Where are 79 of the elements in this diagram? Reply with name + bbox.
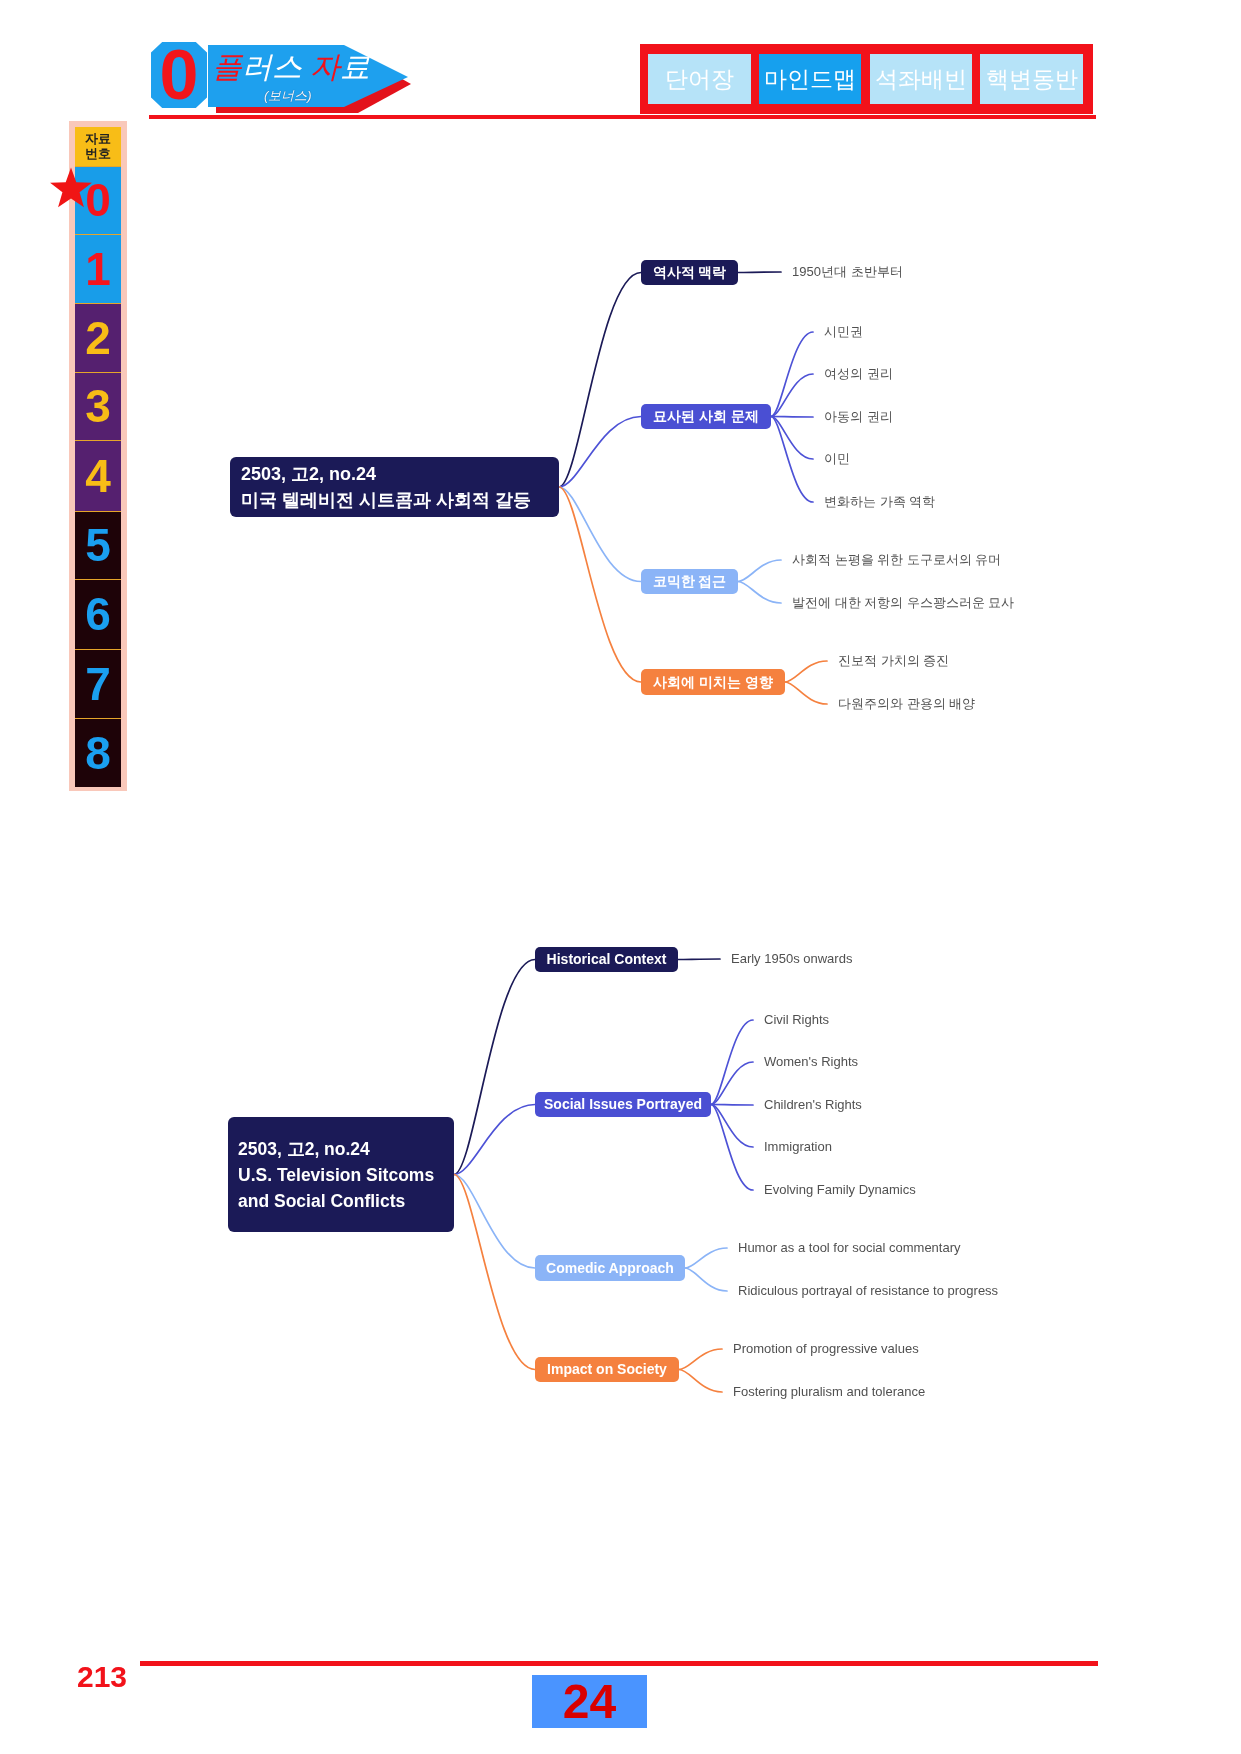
- leaf-text: 1950년대 초반부터: [781, 263, 903, 281]
- banner-subtitle: (보너스): [264, 88, 312, 103]
- reference-code: 2503, 고2, no.24: [238, 1137, 371, 1161]
- connector: [737, 559, 782, 583]
- connector: [710, 1019, 754, 1106]
- leaf-text: 이민: [813, 450, 850, 468]
- connector: [784, 660, 828, 683]
- leaf-text: Evolving Family Dynamics: [753, 1181, 916, 1199]
- number-cell: 6: [75, 579, 121, 649]
- leaf-text: Women's Rights: [753, 1053, 858, 1071]
- page-number: 213: [77, 1660, 128, 1694]
- leaf-text: Humor as a tool for social commentary: [727, 1239, 961, 1257]
- banner-title: 플러스 자료: [212, 50, 371, 84]
- leaf-text: 아동의 권리: [813, 408, 893, 426]
- number-cell: 0: [75, 166, 121, 234]
- branch-topic-box: 역사적 맥락: [641, 260, 738, 285]
- leaf-text: 다원주의와 관용의 배양: [827, 695, 976, 713]
- number-badge: 0: [151, 42, 207, 108]
- connector: [453, 958, 536, 1176]
- number-cell: 5: [75, 511, 121, 579]
- connector: [710, 1103, 754, 1191]
- number-cell: 2: [75, 303, 121, 372]
- connector: [737, 271, 782, 274]
- connector: [710, 1061, 754, 1106]
- connector: [770, 415, 814, 460]
- connector: [453, 1173, 536, 1371]
- number-cell: 7: [75, 649, 121, 718]
- number-cell: 1: [75, 234, 121, 303]
- connector: [558, 415, 642, 488]
- connector: [737, 580, 782, 604]
- connector: [678, 1348, 723, 1371]
- branch-topic-box: Comedic Approach: [535, 1255, 685, 1281]
- leaf-text: Civil Rights: [753, 1011, 829, 1029]
- branch-topic-box: 사회에 미치는 영향: [641, 669, 785, 695]
- leaf-text: Immigration: [753, 1138, 832, 1156]
- root-topic-box: [230, 457, 559, 517]
- header-cell: 자료 번호: [75, 127, 121, 166]
- connector: [684, 1267, 728, 1292]
- number-cell: 8: [75, 718, 121, 787]
- tab: 마인드맵: [759, 54, 861, 104]
- page-number-box: 24: [532, 1675, 647, 1728]
- leaf-text: Ridiculous portrayal of resistance to progress: [727, 1282, 999, 1300]
- root-topic-box: [228, 1117, 454, 1232]
- branch-topic-box: 묘사된 사회 문제: [641, 404, 771, 429]
- connector: [770, 373, 814, 418]
- connector: [784, 681, 828, 705]
- leaf-text: 여성의 권리: [813, 365, 893, 383]
- title-text: 미국 텔레비전 시트콤과 사회적 갈등: [241, 489, 532, 512]
- connector: [558, 486, 642, 683]
- connector: [770, 415, 814, 503]
- leaf-text: 발전에 대한 저항의 우스꽝스러운 묘사: [781, 594, 1015, 612]
- branch-topic-box: Social Issues Portrayed: [535, 1092, 711, 1117]
- tab: 석좌배빈: [870, 54, 972, 104]
- leaf-text: Promotion of progressive values: [722, 1340, 919, 1358]
- number-cell: 3: [75, 372, 121, 440]
- reference-code: 2503, 고2, no.24: [241, 463, 378, 486]
- tab: 핵변동반: [980, 54, 1083, 104]
- connector: [453, 1173, 536, 1269]
- leaf-text: 변화하는 가족 역학: [813, 493, 936, 511]
- arrow-banner: [208, 44, 411, 113]
- connector: [677, 958, 721, 961]
- connector: [558, 271, 642, 488]
- leaf-text: 진보적 가치의 증진: [827, 652, 950, 670]
- branch-topic-box: Historical Context: [535, 947, 678, 972]
- title-text: U.S. Television Sitcoms and Social Conflicts: [238, 1163, 436, 1213]
- number-cell: 4: [75, 440, 121, 511]
- branch-topic-box: Impact on Society: [535, 1357, 679, 1382]
- leaf-text: 시민권: [813, 323, 863, 341]
- leaf-text: 사회적 논평을 위한 도구로서의 유머: [781, 551, 1002, 569]
- connector: [684, 1247, 728, 1269]
- leaf-text: Children's Rights: [753, 1096, 862, 1114]
- tab: 단어장: [648, 54, 751, 104]
- connector: [453, 1103, 536, 1176]
- connector: [678, 1368, 723, 1393]
- leaf-text: Fostering pluralism and tolerance: [722, 1383, 926, 1401]
- leaf-text: Early 1950s onwards: [720, 950, 853, 968]
- connector: [710, 1103, 754, 1148]
- connector: [770, 331, 814, 418]
- branch-topic-box: 코믹한 접근: [641, 569, 738, 594]
